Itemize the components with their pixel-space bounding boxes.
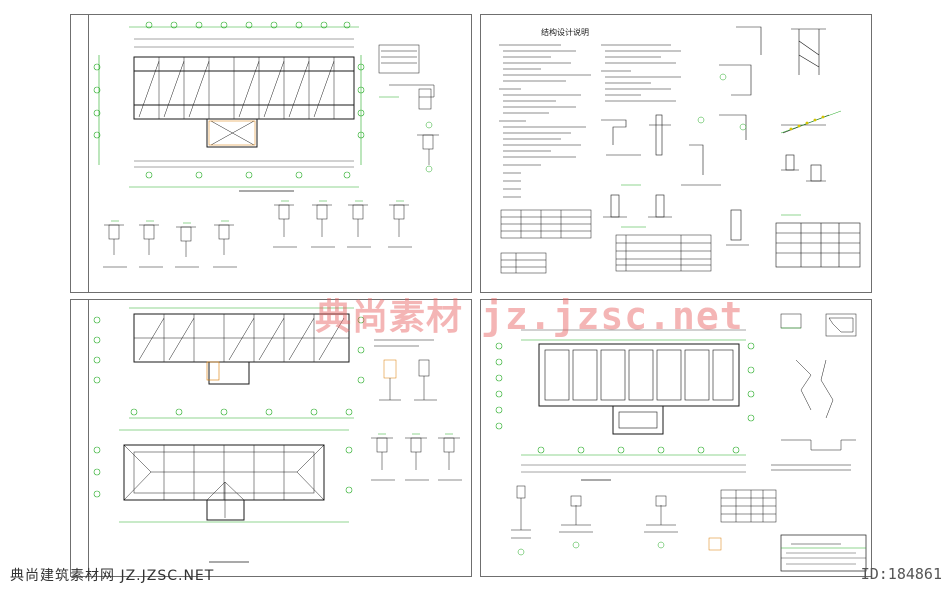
watermark-brand: 典尚素材 (315, 297, 464, 338)
drawing-sheet-framing-plan (88, 14, 472, 293)
roof-plan-drawing (93, 307, 462, 563)
design-notes-drawing: 结构设计说明 (499, 26, 861, 274)
watermark: 典尚素材 jz.jzsc.net (315, 288, 744, 340)
drawing-sheet-roof-plan (88, 299, 472, 577)
title-block (780, 534, 867, 572)
footer-id-label: ID:184861 (860, 565, 942, 583)
sheet-binding-strip (70, 14, 89, 293)
footer-site-label: 典尚建筑素材网 JZ.JZSC.NET (10, 568, 215, 584)
framing-plan-drawing (93, 21, 439, 268)
watermark-site: jz.jzsc.net (481, 294, 744, 338)
drawing-sheet-design-notes: 结构设计说明 (480, 14, 872, 293)
drawing-sheet-foundation-plan (480, 299, 872, 577)
sheet-binding-strip (70, 299, 89, 577)
sheet-title: 结构设计说明 (541, 27, 589, 37)
foundation-plan-drawing (495, 313, 867, 572)
